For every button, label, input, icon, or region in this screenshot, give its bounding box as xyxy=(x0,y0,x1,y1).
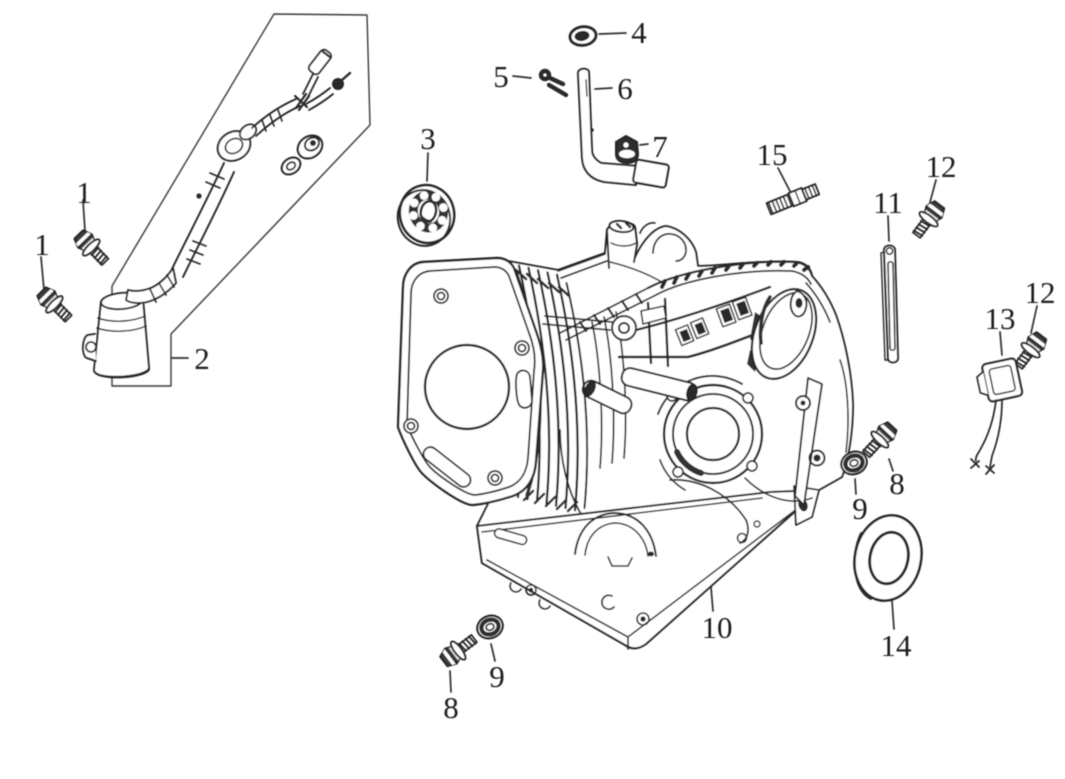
svg-text:8: 8 xyxy=(889,466,905,501)
svg-text:1: 1 xyxy=(34,227,50,262)
svg-text:7: 7 xyxy=(652,129,668,164)
svg-text:12: 12 xyxy=(1025,275,1056,310)
svg-text:13: 13 xyxy=(985,301,1016,336)
svg-text:2: 2 xyxy=(194,341,210,376)
svg-text:1: 1 xyxy=(76,175,92,210)
svg-text:5: 5 xyxy=(493,59,509,94)
svg-text:12: 12 xyxy=(926,149,957,184)
svg-text:3: 3 xyxy=(420,121,436,156)
svg-text:6: 6 xyxy=(617,71,633,106)
svg-text:14: 14 xyxy=(881,628,913,663)
svg-text:10: 10 xyxy=(702,610,733,645)
svg-text:11: 11 xyxy=(873,185,903,220)
svg-text:9: 9 xyxy=(852,491,868,526)
svg-text:9: 9 xyxy=(489,659,505,694)
svg-text:8: 8 xyxy=(443,690,459,725)
svg-text:15: 15 xyxy=(757,137,788,172)
svg-text:4: 4 xyxy=(631,15,647,50)
